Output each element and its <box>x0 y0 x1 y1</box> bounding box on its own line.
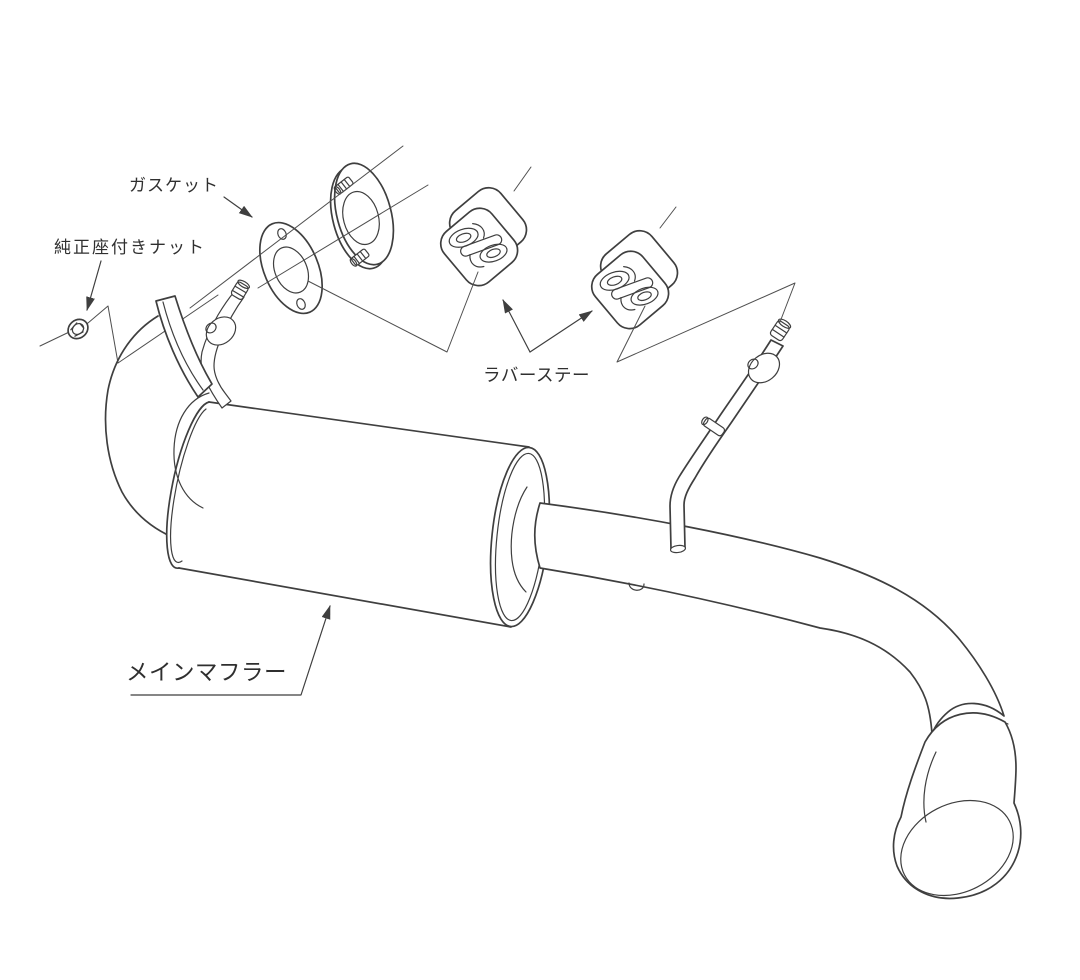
front-dome <box>104 315 173 538</box>
front-bracket <box>155 295 213 398</box>
rear-rod-stub <box>701 416 726 437</box>
gasket-arrow <box>223 196 253 218</box>
flange-stud-lower <box>349 248 370 267</box>
construction-lines <box>189 145 796 363</box>
inlet-boss <box>173 392 210 509</box>
exhaust-tip <box>892 712 1022 900</box>
gasket-bolt-hole-upper <box>277 228 287 240</box>
main-muffler-body <box>104 315 551 628</box>
mount2-axis-bottom <box>616 282 796 363</box>
tip-opening <box>900 799 1014 897</box>
nut-arrow <box>86 260 102 311</box>
rear-washer <box>747 352 781 384</box>
rubber-stay-1 <box>439 186 528 287</box>
front-hanger-stay <box>200 279 250 409</box>
tailpipe <box>533 502 1022 900</box>
center-axis <box>257 184 429 289</box>
label-gasket: ガスケット <box>129 176 219 195</box>
rubber-stay-arrow-right <box>529 310 593 353</box>
rear-hanger-stay <box>669 318 792 554</box>
mount1-axis-bottom <box>307 271 479 353</box>
pipe-bung <box>628 582 645 591</box>
gasket-center-hole <box>272 246 310 294</box>
main-muffler-leader <box>130 605 331 696</box>
mount2-axis-top <box>659 206 677 229</box>
gasket-bolt-hole-lower <box>296 298 306 310</box>
callout-leaders <box>86 196 593 696</box>
inlet-flange <box>329 162 395 270</box>
tip-reflection <box>923 751 937 823</box>
rubber-stay-arrow-left <box>502 299 531 353</box>
rear-cap-dish <box>510 486 528 593</box>
oem-flanged-nut <box>67 318 89 340</box>
mount1-axis-top <box>513 166 532 192</box>
rubber-stay-2 <box>590 229 679 330</box>
front-threaded-tip <box>230 279 250 300</box>
rear-threaded-tip <box>769 318 792 342</box>
front-rod <box>200 291 245 409</box>
bolt-axis-upper <box>189 145 404 309</box>
flange-center-hole <box>342 190 380 246</box>
label-main-muffler: メインマフラー <box>126 660 288 685</box>
flange-stud-upper <box>333 176 354 195</box>
label-oem-nut: 純正座付きナット <box>54 238 206 257</box>
label-rubber-stay: ラバーステー <box>483 365 590 385</box>
tailpipe-tube <box>533 502 1005 735</box>
